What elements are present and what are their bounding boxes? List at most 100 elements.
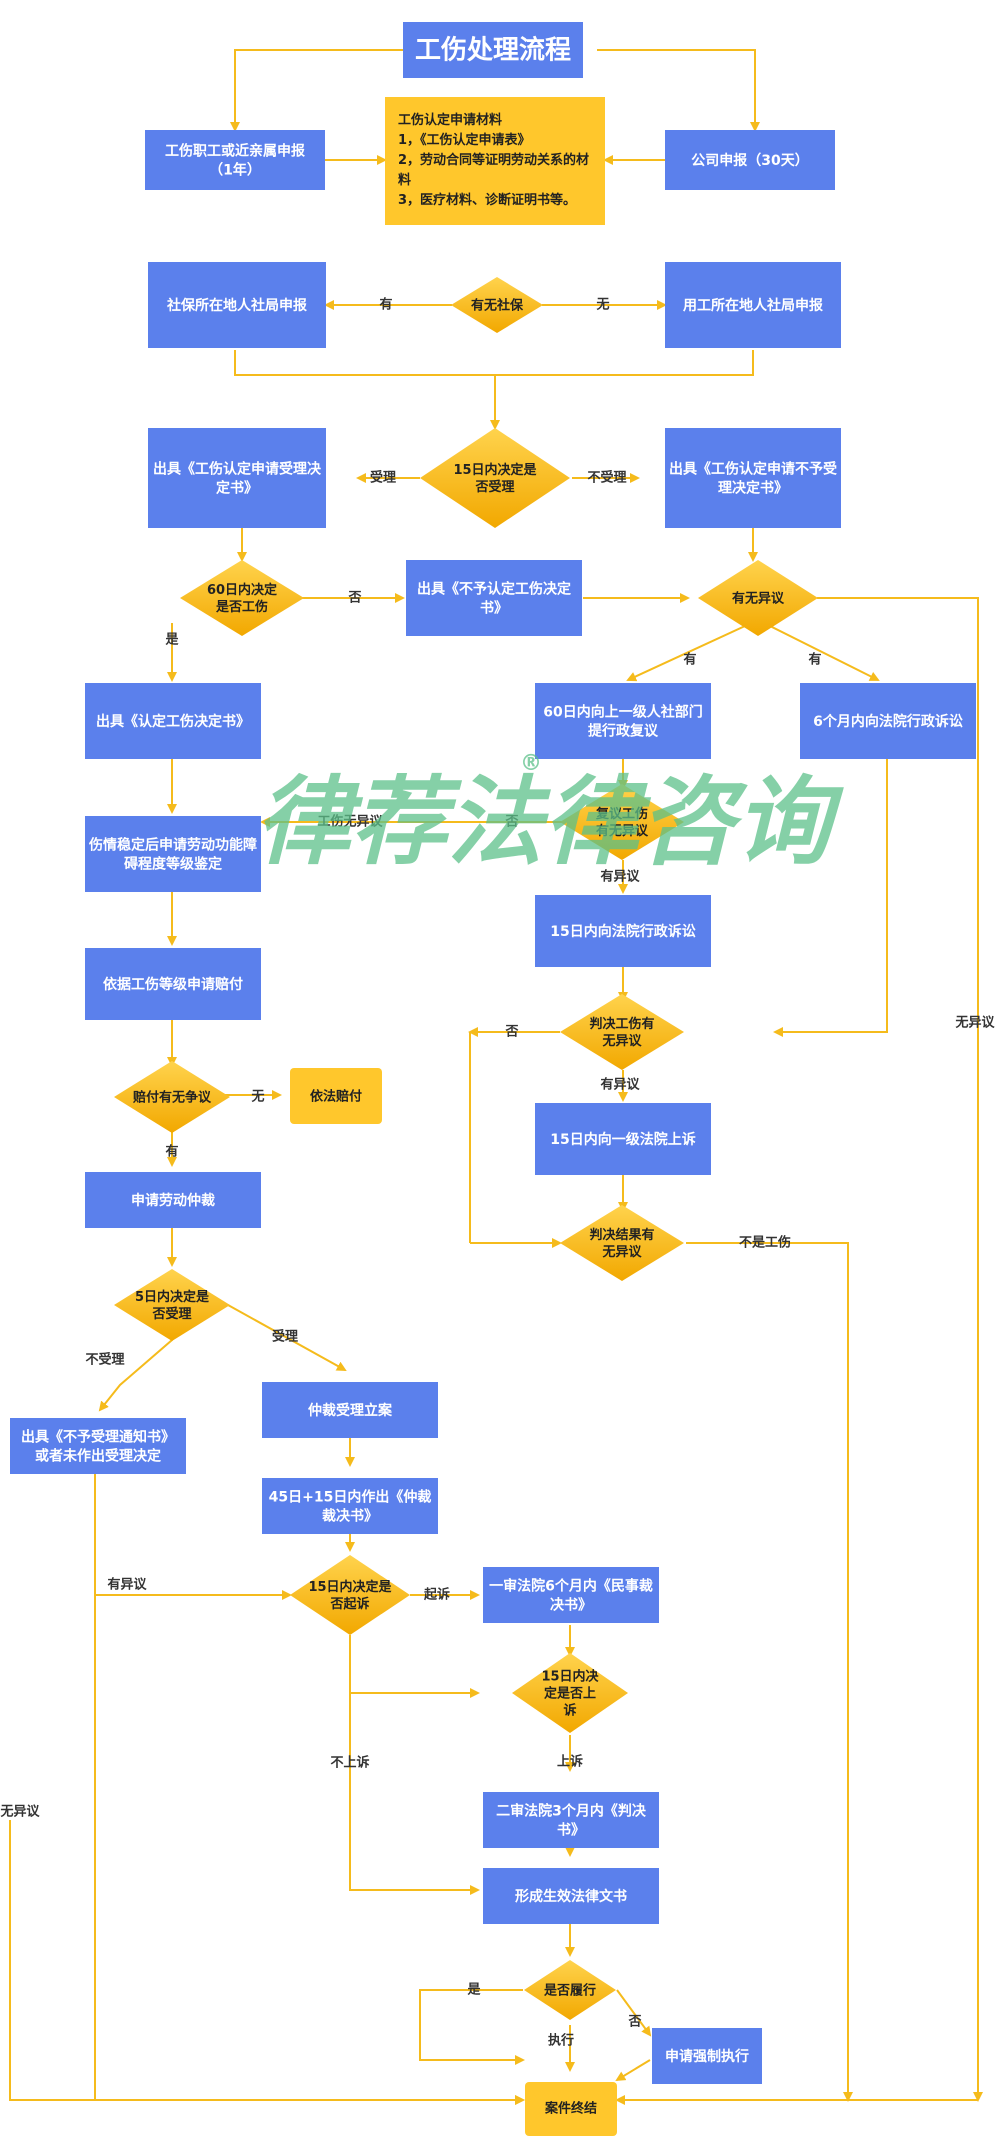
enforce-box <box>652 2028 762 2084</box>
injury-60d-text-line-2: 是否工伤 <box>215 599 268 615</box>
lawsuit-6m-box <box>800 683 976 759</box>
injury-60d-text-line-1: 60日内决定 <box>207 582 277 598</box>
second-instance-text-line-1: 二审法院3个月内《判决 <box>496 1803 647 1820</box>
not-recognized-box <box>406 560 582 636</box>
edge-label-not-injury: 不是工伤 <box>739 1235 791 1251</box>
edge-label-no: 否 <box>347 591 361 606</box>
effective-doc-box <box>483 1868 659 1924</box>
edge-label-no3: 否 <box>504 1025 518 1040</box>
arb-accept-5d-text-line-2: 否受理 <box>151 1306 191 1322</box>
arb-award-text-line-2: 裁决书》 <box>322 1508 378 1525</box>
connector-line <box>349 1635 480 1895</box>
no-accept-notice-text-line-1: 出具《不予受理通知书》 <box>21 1429 175 1446</box>
performed-text: 是否履行 <box>543 1983 596 1999</box>
accept-15d-diamond <box>420 428 570 528</box>
materials-heading: 工伤认定申请材料 <box>398 112 502 128</box>
edge-label-have3: 有 <box>808 652 821 668</box>
connector-line <box>234 350 754 376</box>
reject-decision-text-line-1: 出具《工伤认定申请不予受 <box>669 461 837 478</box>
connector-line <box>94 1470 525 2105</box>
connector-line <box>227 1304 347 1371</box>
injury-60d-diamond <box>180 560 304 636</box>
disability-assess-text-line-1: 伤情稳定后申请劳动功能障 <box>88 837 257 854</box>
effective-doc-text: 形成生效法律文书 <box>515 1888 627 1905</box>
sue-15d-text-line-2: 否起诉 <box>329 1596 369 1612</box>
worker-report-text-line-1: 工伤职工或近亲属申报 <box>165 143 305 160</box>
materials-line: 1，《工伤认定申请表》 <box>398 132 531 148</box>
review-obj-text-line-1: 复议工伤 <box>595 806 648 822</box>
second-instance-text-line-2: 书》 <box>557 1822 585 1839</box>
judge-obj-text-line-2: 无异议 <box>601 1033 642 1049</box>
lawsuit-15d-text: 15日内向法院行政诉讼 <box>550 923 695 940</box>
edge-label-yes: 是 <box>164 633 179 648</box>
review-obj-text-line-2: 有无异议 <box>596 823 649 839</box>
edge-label-have4: 有 <box>165 1144 178 1160</box>
lawsuit-6m-text: 6个月内向法院行政诉讼 <box>813 713 963 730</box>
edge-label-no-appeal: 不上诉 <box>330 1755 369 1771</box>
connector-line <box>686 1242 853 2102</box>
performed-diamond <box>524 1960 616 2020</box>
connector-line <box>597 49 760 132</box>
edge-label-no4: 否 <box>627 2015 641 2030</box>
title-box <box>403 22 583 78</box>
no-accept-notice-text-line-2: 或者未作出受理决定 <box>35 1448 161 1465</box>
edge-label-appeal: 上诉 <box>557 1754 583 1770</box>
review-box <box>535 683 711 759</box>
shebao-local-box <box>148 262 326 348</box>
has-social-ins-diamond <box>451 277 543 333</box>
edge-label-has-obj3: 有异议 <box>107 1577 147 1593</box>
arb-filed-box <box>262 1382 438 1438</box>
arb-award-box <box>262 1478 438 1534</box>
reject-decision-text-line-2: 理决定书》 <box>718 480 788 497</box>
edge-label-sue: 起诉 <box>423 1587 450 1603</box>
edge-label-has-obj: 有异议 <box>600 869 640 885</box>
review-text-line-1: 60日内向上一级人社部门 <box>543 704 702 721</box>
employer-local-box <box>665 262 841 348</box>
disability-assess-box <box>85 816 261 892</box>
company-report-box <box>665 130 835 190</box>
case-end-text: 案件终结 <box>544 2101 597 2117</box>
accept-decision-box <box>148 428 326 528</box>
edge-label-none2: 无 <box>250 1090 264 1105</box>
edge-label-work-injury-no-obj: 工伤无异议 <box>317 814 383 830</box>
no-accept-notice-box <box>10 1418 186 1474</box>
compensation-apply-box <box>85 948 261 1020</box>
arb-accept-5d-text-line-1: 5日内决定是 <box>135 1289 210 1305</box>
arbitration-apply-box <box>85 1172 261 1228</box>
not-recognized-text-line-1: 出具《不予认定工伤决定 <box>417 581 571 598</box>
review-obj-diamond <box>560 784 684 860</box>
pay-dispute-text: 赔付有无争议 <box>132 1090 212 1106</box>
edge-label-no-obj-right: 无异议 <box>954 1015 995 1031</box>
verdict-obj-text-line-1: 判决结果有 <box>589 1227 654 1243</box>
appeal-decide-text-line-1: 15日内决 <box>541 1669 599 1685</box>
connector-line <box>419 1989 523 2061</box>
appeal-decide-text-line-2: 定是否上 <box>543 1686 596 1702</box>
objection1-text: 有无异议 <box>732 591 785 607</box>
lawful-pay-text: 依法赔付 <box>310 1089 362 1105</box>
pay-dispute-diamond <box>114 1061 230 1133</box>
edge-label-none: 无 <box>595 298 609 313</box>
edge-label-accept: 受理 <box>370 470 396 486</box>
connector-line <box>757 619 880 681</box>
connector-line <box>817 597 983 2102</box>
materials-line: 料 <box>398 172 411 188</box>
not-recognized-text-line-2: 书》 <box>480 600 508 617</box>
watermark-registered-mark: ® <box>520 751 542 776</box>
objection1-diamond <box>698 560 818 636</box>
arbitration-apply-text: 申请劳动仲裁 <box>131 1192 215 1209</box>
edge-label-have2: 有 <box>683 652 696 668</box>
connector-line <box>9 1820 523 2101</box>
arb-award-text-line-1: 45日+15日内作出《仲裁 <box>269 1489 432 1506</box>
first-instance-text-line-1: 一审法院6个月内《民事裁 <box>489 1578 653 1595</box>
judge-obj-text-line-1: 判决工伤有 <box>589 1016 654 1032</box>
appeal-15d-text: 15日内向一级法院上诉 <box>550 1131 695 1148</box>
accept-decision-text-line-2: 定书》 <box>216 480 258 497</box>
watermark-text: 律荐法律咨询 <box>255 766 844 878</box>
company-report-text: 公司申报（30天） <box>691 152 808 169</box>
accept-decision-text-line-1: 出具《工伤认定申请受理决 <box>153 461 322 478</box>
edge-label-has-obj2: 有异议 <box>600 1077 640 1093</box>
worker-report-box <box>145 130 325 190</box>
compensation-apply-text: 依据工伤等级申请赔付 <box>103 976 243 993</box>
verdict-obj-diamond <box>560 1205 684 1281</box>
